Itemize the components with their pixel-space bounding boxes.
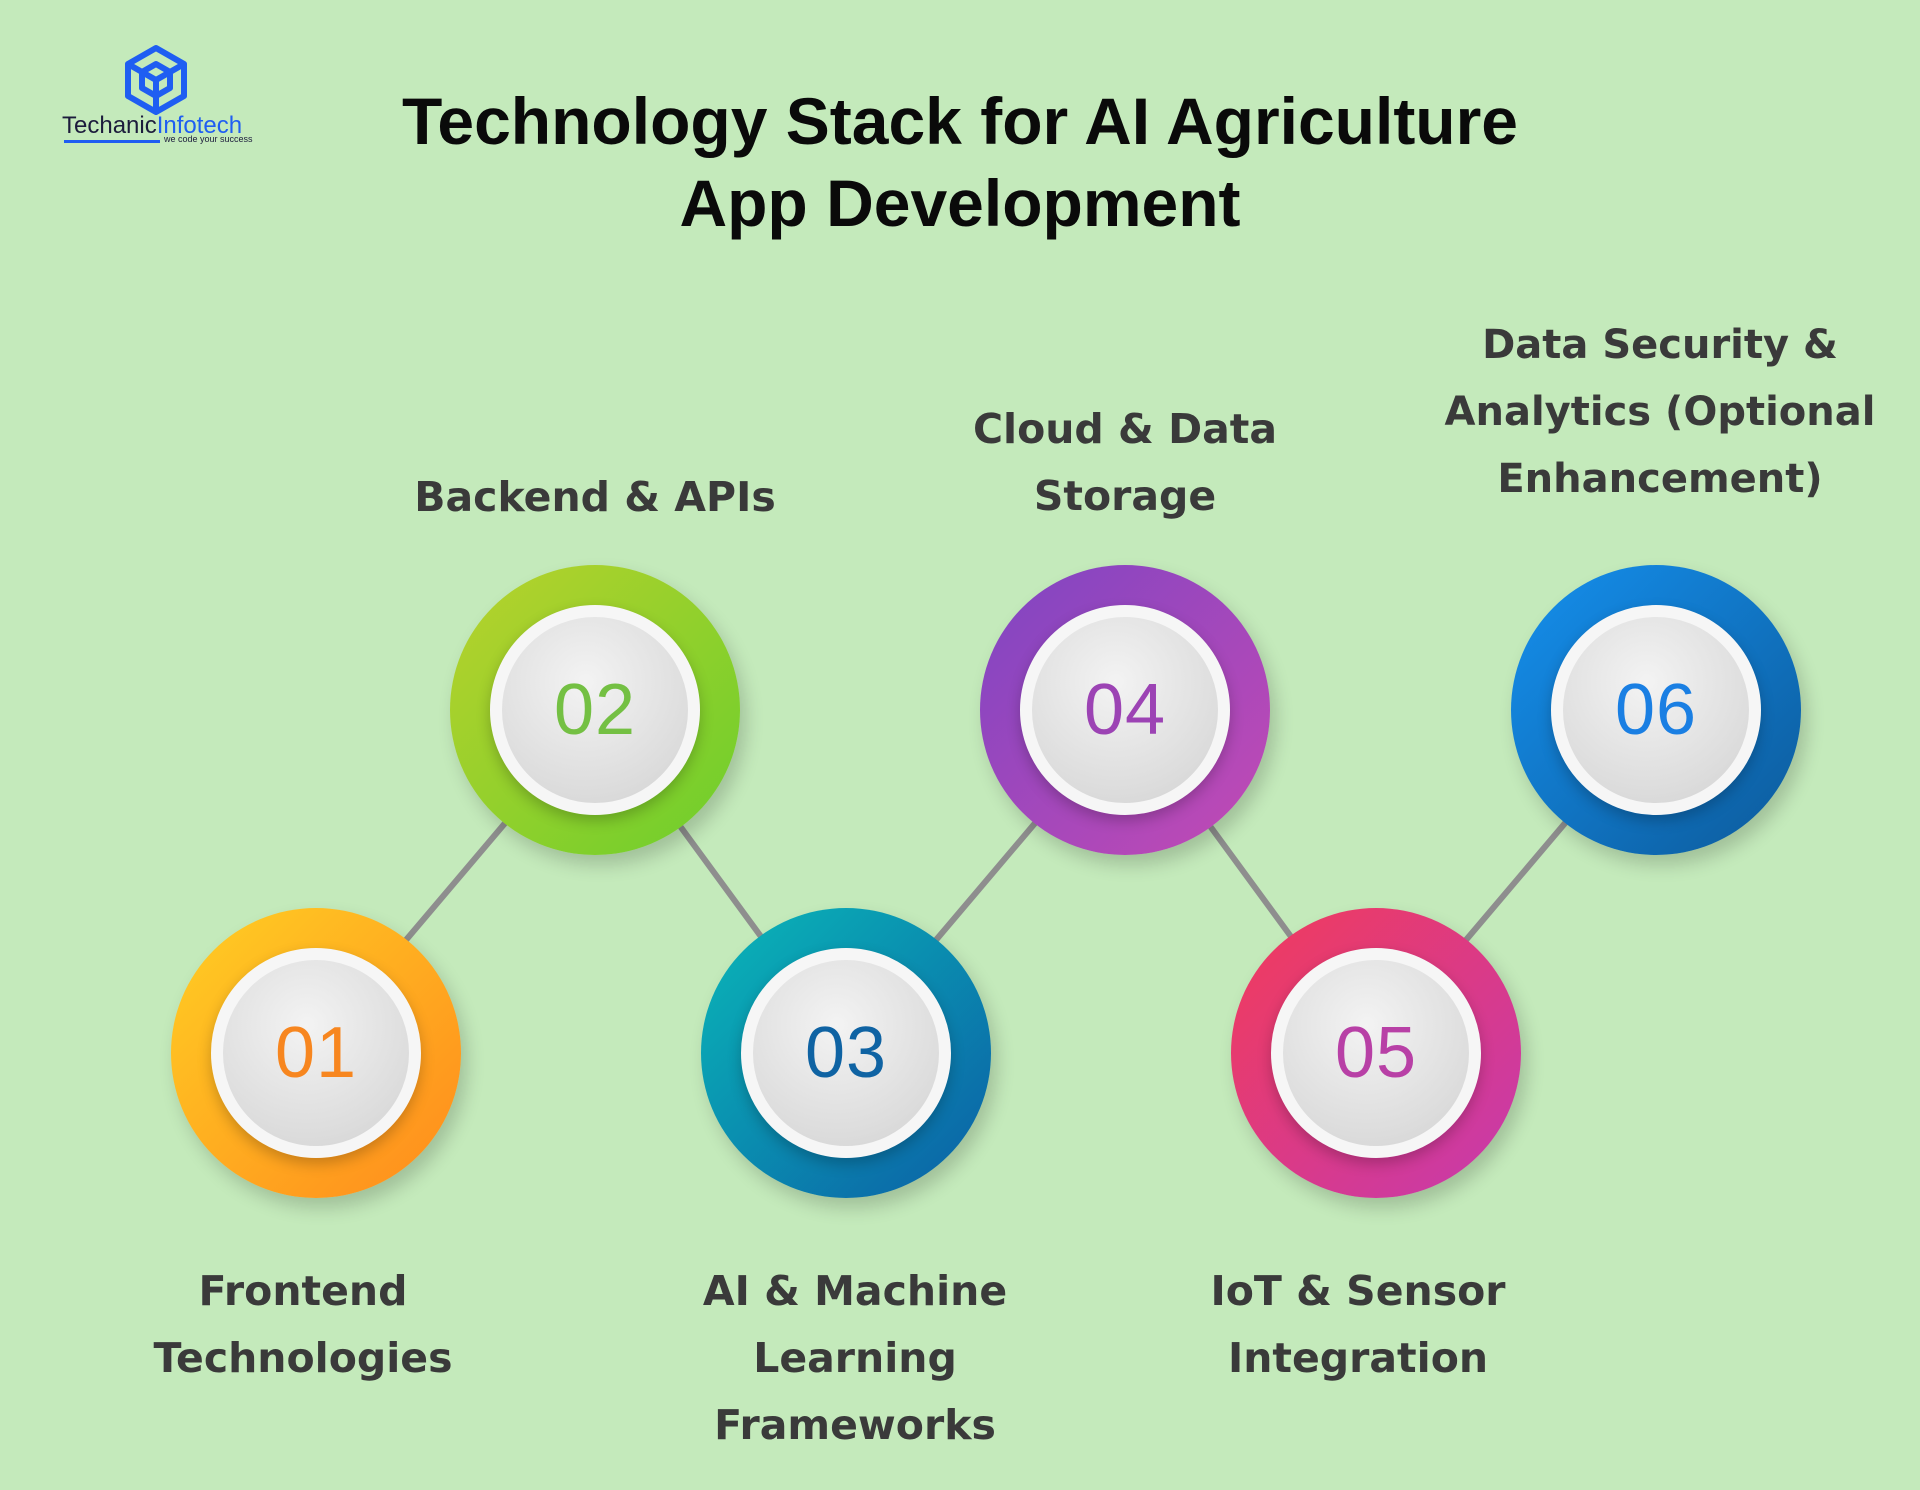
step-05-number: 05 [1334,1013,1418,1093]
step-03-circle: 03 [701,908,991,1198]
connector-5-6 [1463,819,1569,943]
connector-2-3 [677,823,765,941]
connector-1-2 [403,819,509,943]
step-03-number: 03 [804,1013,888,1093]
connector-3-4 [933,819,1039,943]
step-01-circle: 01 [171,908,461,1198]
logo-underline [64,140,160,143]
step-05-circle: 05 [1231,908,1521,1198]
step-02-label: Backend & APIs [375,464,815,531]
logo: TechanicInfotech we code your success [62,44,262,144]
step-04-label: Cloud & Data Storage [930,396,1320,530]
step-01-label-line-2: Technologies [153,1334,453,1382]
step-06-circle: 06 [1511,565,1801,855]
step-04-label-line-2: Storage [1033,472,1217,520]
step-01-label-line-1: Frontend [198,1267,408,1315]
logo-text: TechanicInfotech [62,112,242,140]
logo-name-part2: Infotech [156,112,243,139]
step-06-number: 06 [1614,670,1698,750]
step-02-label-line-1: Backend & APIs [414,473,776,521]
step-04-number: 04 [1083,670,1167,750]
step-02-circle: 02 [450,565,740,855]
step-06-label-line-3: Enhancement) [1497,456,1823,502]
step-06-badge: 06 [1551,605,1761,815]
step-03-label: AI & Machine Learning Frameworks [660,1258,1050,1459]
step-02-badge: 02 [490,605,700,815]
title-line-2: App Development [679,166,1241,240]
connector-4-5 [1207,823,1295,941]
step-04-circle: 04 [980,565,1270,855]
logo-name-part1: Techanic [62,112,157,139]
step-05-label-line-1: IoT & Sensor [1210,1267,1506,1315]
step-03-label-line-3: Frameworks [714,1401,996,1449]
logo-mark-icon [125,45,187,115]
step-03-label-line-1: AI & Machine [702,1267,1008,1315]
step-03-label-line-2: Learning [753,1334,957,1382]
page-title: Technology Stack for AI Agriculture App … [360,80,1560,244]
step-06-label: Data Security & Analytics (Optional Enha… [1400,312,1920,513]
logo-tagline: we code your success [164,134,253,144]
title-line-1: Technology Stack for AI Agriculture [401,84,1519,158]
step-04-badge: 04 [1020,605,1230,815]
step-02-number: 02 [553,670,637,750]
step-01-number: 01 [274,1013,358,1093]
step-05-label: IoT & Sensor Integration [1168,1258,1548,1392]
step-05-badge: 05 [1271,948,1481,1158]
step-01-label: Frontend Technologies [130,1258,476,1392]
step-06-label-line-2: Analytics (Optional [1444,389,1876,435]
step-01-badge: 01 [211,948,421,1158]
step-06-label-line-1: Data Security & [1482,322,1838,368]
step-03-badge: 03 [741,948,951,1158]
step-05-label-line-2: Integration [1227,1334,1489,1382]
step-04-label-line-1: Cloud & Data [972,405,1278,453]
